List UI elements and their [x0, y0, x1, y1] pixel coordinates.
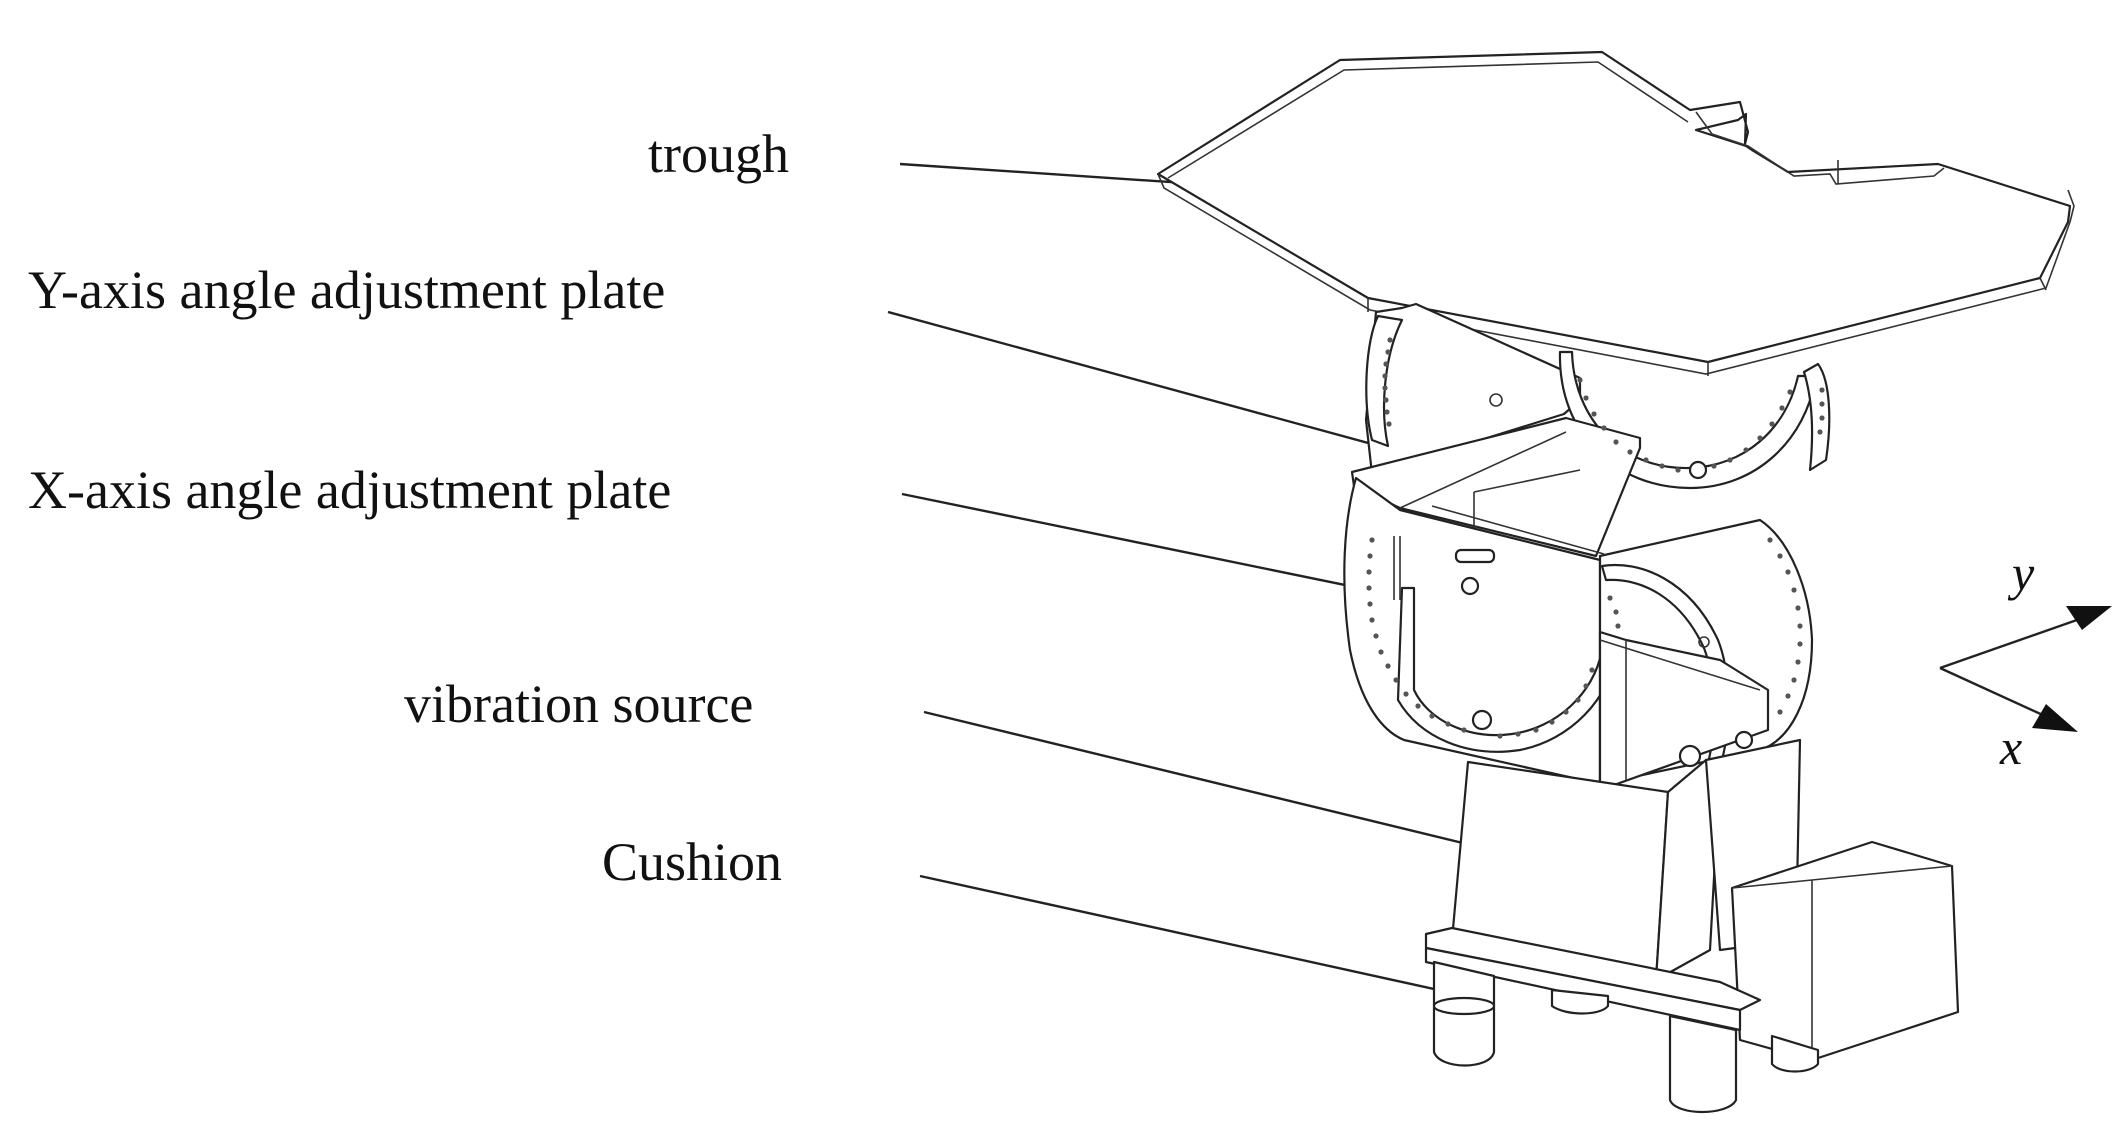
- label-vibration-source: vibration source: [404, 674, 753, 734]
- leader-vibration-source: [923, 710, 1509, 856]
- y-axis-line: [1939, 612, 2095, 670]
- label-x-axis-plate: X-axis angle adjustment plate: [28, 460, 671, 520]
- leader-y-plate: [887, 310, 1439, 464]
- vibration-source: [1450, 738, 1960, 1062]
- x-axis-arrowhead: [2032, 704, 2078, 732]
- cushion: [1424, 926, 1820, 1114]
- y-axis-angle-adjustment-plate: [1350, 302, 1831, 558]
- label-trough: trough: [648, 124, 789, 184]
- y-axis-arrowhead: [2066, 606, 2112, 630]
- trough: [1156, 50, 2075, 376]
- label-cushion: Cushion: [602, 832, 782, 892]
- x-axis-angle-adjustment-plate: [1343, 476, 1814, 792]
- x-plate-hole-pattern: [1366, 537, 1803, 739]
- label-y-axis-plate: Y-axis angle adjustment plate: [28, 260, 665, 320]
- coordinate-axes: y x: [1939, 545, 2112, 775]
- y-plate-hole-pattern: [1382, 337, 1825, 473]
- leader-x-plate: [901, 492, 1419, 602]
- axis-label-x: x: [1999, 719, 2022, 775]
- leader-cushion: [919, 874, 1485, 1002]
- x-axis-line: [1939, 666, 2059, 724]
- axis-label-y: y: [2007, 545, 2035, 601]
